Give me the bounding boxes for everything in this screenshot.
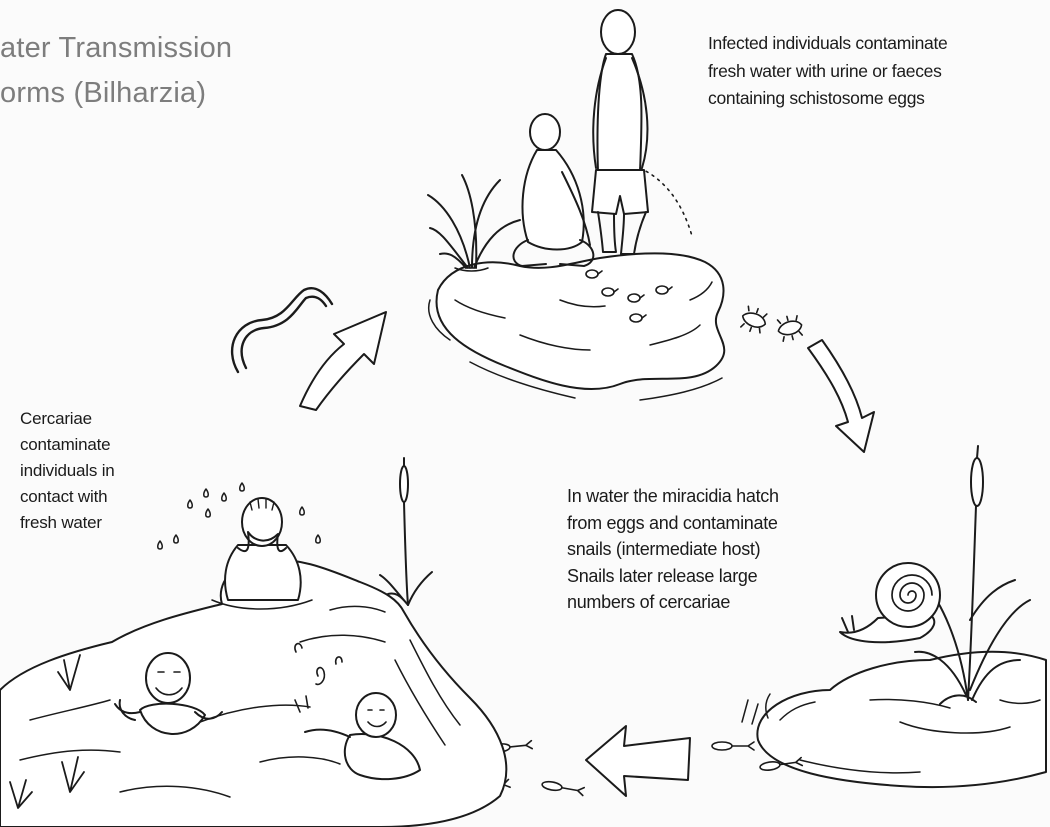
caption-infected-individuals: Infected individuals contaminate fresh w…: [708, 30, 947, 113]
child-torso: [225, 545, 301, 600]
cattail-head-left: [400, 466, 408, 502]
standing-man: [592, 10, 692, 254]
caption-line: Infected individuals contaminate: [708, 30, 947, 58]
cattail-head: [971, 458, 983, 506]
standing-man-legs: [598, 212, 646, 254]
caption-miracidia-snails: In water the miracidia hatch from eggs a…: [567, 483, 779, 616]
arrow-snail-to-humans: [586, 726, 690, 796]
snail-icon: [840, 563, 940, 642]
standing-man-head: [601, 10, 635, 54]
splash-drop-icon: [300, 507, 305, 515]
cercaria-icon: [541, 780, 584, 795]
caption-line: individuals in: [20, 458, 115, 484]
arrow-humans-to-infected: [300, 312, 386, 410]
caption-line: from eggs and contaminate: [567, 510, 779, 537]
caption-line: contact with: [20, 484, 115, 510]
caption-cercariae-contact: Cercariae contaminate individuals in con…: [20, 406, 115, 536]
caption-line: Cercariae: [20, 406, 115, 432]
splash-drops: [158, 483, 321, 549]
title-line: orms (Bilharzia): [0, 71, 232, 116]
worm-male: [242, 297, 326, 368]
miracidium-icon: [775, 313, 804, 342]
reed-leaves: [428, 175, 520, 268]
caption-line: contaminate: [20, 432, 115, 458]
splash-drop-icon: [158, 541, 163, 549]
caption-line: Snails later release large: [567, 563, 779, 590]
cercaria-icon: [712, 742, 754, 750]
adult-worm-pair-icon: [232, 288, 332, 372]
snail-pond-outline: [757, 652, 1046, 787]
splash-drop-icon: [204, 489, 209, 497]
caption-line: containing schistosome eggs: [708, 85, 947, 113]
reed-plant-top: [428, 175, 520, 271]
caption-line: numbers of cercariae: [567, 589, 779, 616]
title-line: ater Transmission: [0, 26, 232, 71]
diagram-title: ater Transmission orms (Bilharzia): [0, 26, 232, 116]
worm-female: [232, 288, 332, 372]
miracidia: [739, 305, 805, 343]
splash-drop-icon: [206, 509, 211, 517]
caption-line: fresh water with urine or faeces: [708, 58, 947, 86]
splash-drop-icon: [316, 535, 321, 543]
snail-tentacles: [842, 616, 854, 632]
miracidium-icon: [739, 305, 770, 336]
cattail-plant-left: [380, 458, 432, 605]
child-wiping-face: [212, 498, 312, 609]
caption-line: In water the miracidia hatch: [567, 483, 779, 510]
crouching-boy-head: [530, 114, 560, 150]
splash-drop-icon: [240, 483, 245, 491]
splash-drop-icon: [188, 500, 193, 508]
standing-man-shorts: [592, 170, 648, 214]
standing-man-torso: [597, 54, 641, 172]
top-pond-outline: [437, 253, 725, 389]
arrow-eggs-to-snail: [808, 340, 874, 452]
splash-drop-icon: [174, 535, 179, 543]
swimming-child-head: [356, 693, 396, 737]
crouching-boy: [513, 114, 593, 266]
splash-drop-icon: [222, 493, 227, 501]
caption-line: snails (intermediate host): [567, 536, 779, 563]
caption-line: fresh water: [20, 510, 115, 536]
